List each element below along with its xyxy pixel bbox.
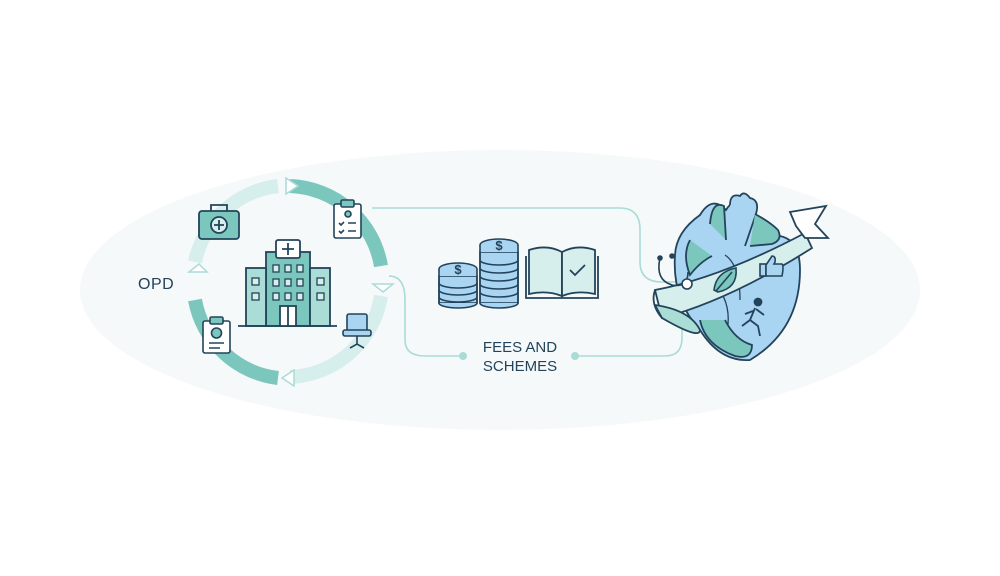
opd-label: OPD (138, 276, 174, 294)
fees-schemes-label-line2: SCHEMES (470, 357, 570, 376)
first-aid-kit-icon (199, 205, 239, 239)
open-book-check-icon (526, 247, 598, 298)
svg-text:$: $ (454, 262, 462, 277)
svg-text:$: $ (495, 238, 503, 253)
medical-report-icon (203, 317, 230, 353)
fees-schemes-label-line1: FEES AND (470, 338, 570, 357)
fees-schemes-label: FEES AND SCHEMES (470, 338, 570, 376)
clipboard-checklist-icon (334, 200, 361, 238)
